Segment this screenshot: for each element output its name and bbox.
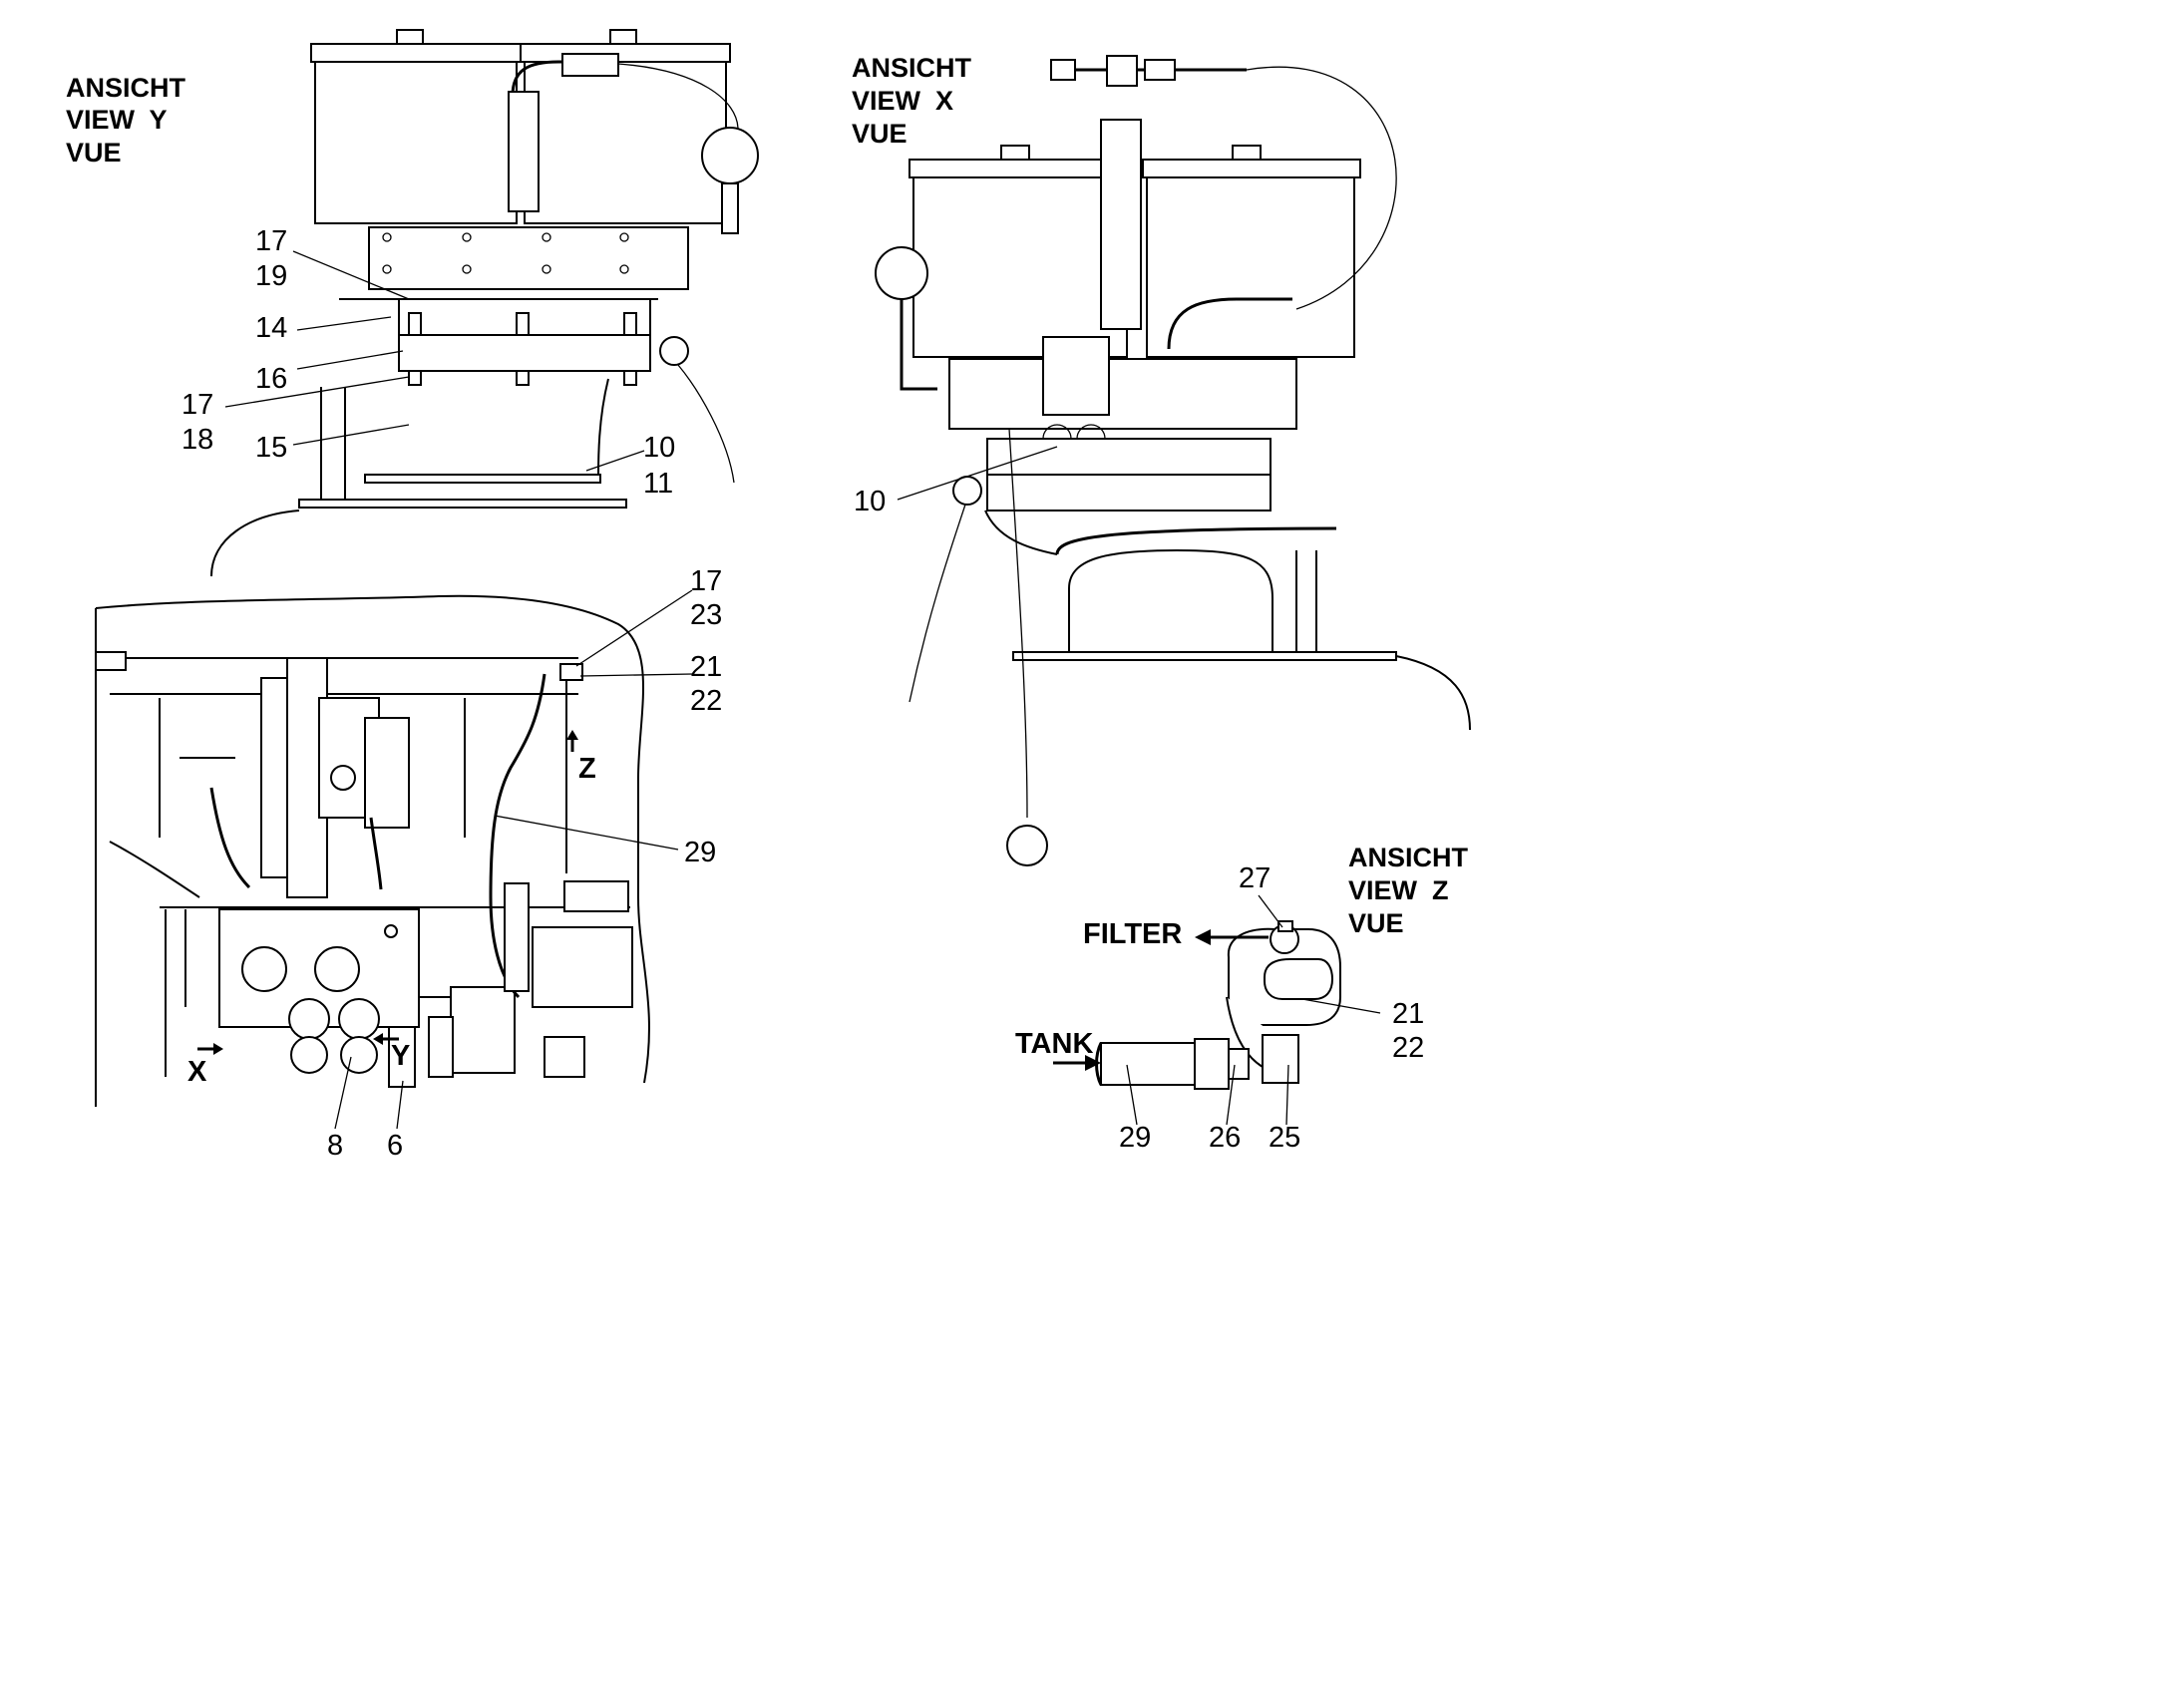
- overview-callout-22: 22: [690, 685, 722, 717]
- overview-callout-8: 8: [327, 1130, 343, 1162]
- view-z-callout-29: 29: [1119, 1122, 1151, 1154]
- overview-callout-21: 21: [690, 651, 722, 683]
- view-x: ANSICHT VIEW X VUE: [852, 53, 1471, 866]
- view-marker-z: Z: [578, 753, 596, 785]
- view-z-title-line3: VUE: [1348, 908, 1404, 938]
- view-y-filter-housings: [310, 29, 759, 290]
- overview-callout-6: 6: [387, 1130, 403, 1162]
- view-y-callouts: 17 19 14 16 17 18 15 10 11: [182, 225, 675, 500]
- overview-valve-bank: [180, 657, 410, 898]
- view-z-callouts: 27 21 22 29 26 25: [1119, 862, 1424, 1154]
- view-z-callout-21: 21: [1392, 998, 1424, 1030]
- overview-callout-29: 29: [684, 837, 716, 868]
- view-y-callout-10: 10: [643, 432, 675, 464]
- view-y-callout-15: 15: [255, 432, 287, 464]
- flow-label-tank: TANK: [1015, 1028, 1093, 1060]
- view-y-callout-17: 17: [255, 225, 287, 257]
- view-x-callouts: 10: [854, 446, 1058, 517]
- overview-frame: [95, 594, 650, 1107]
- view-x-title-line2: VIEW X: [852, 86, 953, 116]
- flow-label-filter: FILTER: [1083, 918, 1182, 950]
- view-y-callout-11: 11: [643, 468, 673, 500]
- view-marker-y: Y: [391, 1040, 410, 1072]
- view-z-title-line1: ANSICHT: [1348, 843, 1469, 872]
- view-y-callout-16: 16: [255, 363, 287, 395]
- view-x-title-line1: ANSICHT: [852, 53, 972, 83]
- view-z-title-line2: VIEW Z: [1348, 875, 1449, 905]
- view-y-title-line3: VUE: [66, 138, 122, 168]
- view-z-callout-22: 22: [1392, 1032, 1424, 1064]
- view-x-title-line3: VUE: [852, 119, 908, 149]
- view-y: ANSICHT VIEW Y VUE: [66, 29, 759, 577]
- view-x-callout-10: 10: [854, 486, 886, 517]
- view-marker-x: X: [187, 1056, 207, 1088]
- hydraulic-filter-assembly-drawing: ANSICHT VIEW Y VUE: [66, 29, 1471, 1162]
- view-y-title-line1: ANSICHT: [66, 73, 186, 103]
- view-y-title-line2: VIEW Y: [66, 105, 168, 135]
- overview-callout-17: 17: [690, 565, 722, 597]
- view-y-callout-14: 14: [255, 312, 287, 344]
- view-z-flow-arrows: FILTER TANK: [1015, 918, 1269, 1071]
- view-z-callout-25: 25: [1269, 1122, 1300, 1154]
- view-y-callout-18: 18: [182, 424, 213, 456]
- view-z: ANSICHT VIEW Z VUE FILTER TANK: [1015, 843, 1469, 1154]
- overview-filter-unit: [165, 908, 516, 1088]
- machine-overview: X Y Z 17 23 21 22 29 8 6: [95, 565, 722, 1162]
- overview-callout-23: 23: [690, 599, 722, 631]
- view-y-callout-19: 19: [255, 260, 287, 292]
- overview-view-markers: X Y Z: [187, 730, 596, 1088]
- view-x-base: [908, 428, 1471, 866]
- view-z-callout-26: 26: [1209, 1122, 1241, 1154]
- view-x-filter-housings: [875, 55, 1397, 454]
- view-y-callout-17b: 17: [182, 389, 213, 421]
- view-z-callout-27: 27: [1239, 862, 1271, 894]
- overview-callouts: 17 23 21 22 29 8 6: [327, 565, 722, 1162]
- overview-hoses: [489, 663, 633, 1078]
- view-y-bracket-block: [210, 298, 735, 577]
